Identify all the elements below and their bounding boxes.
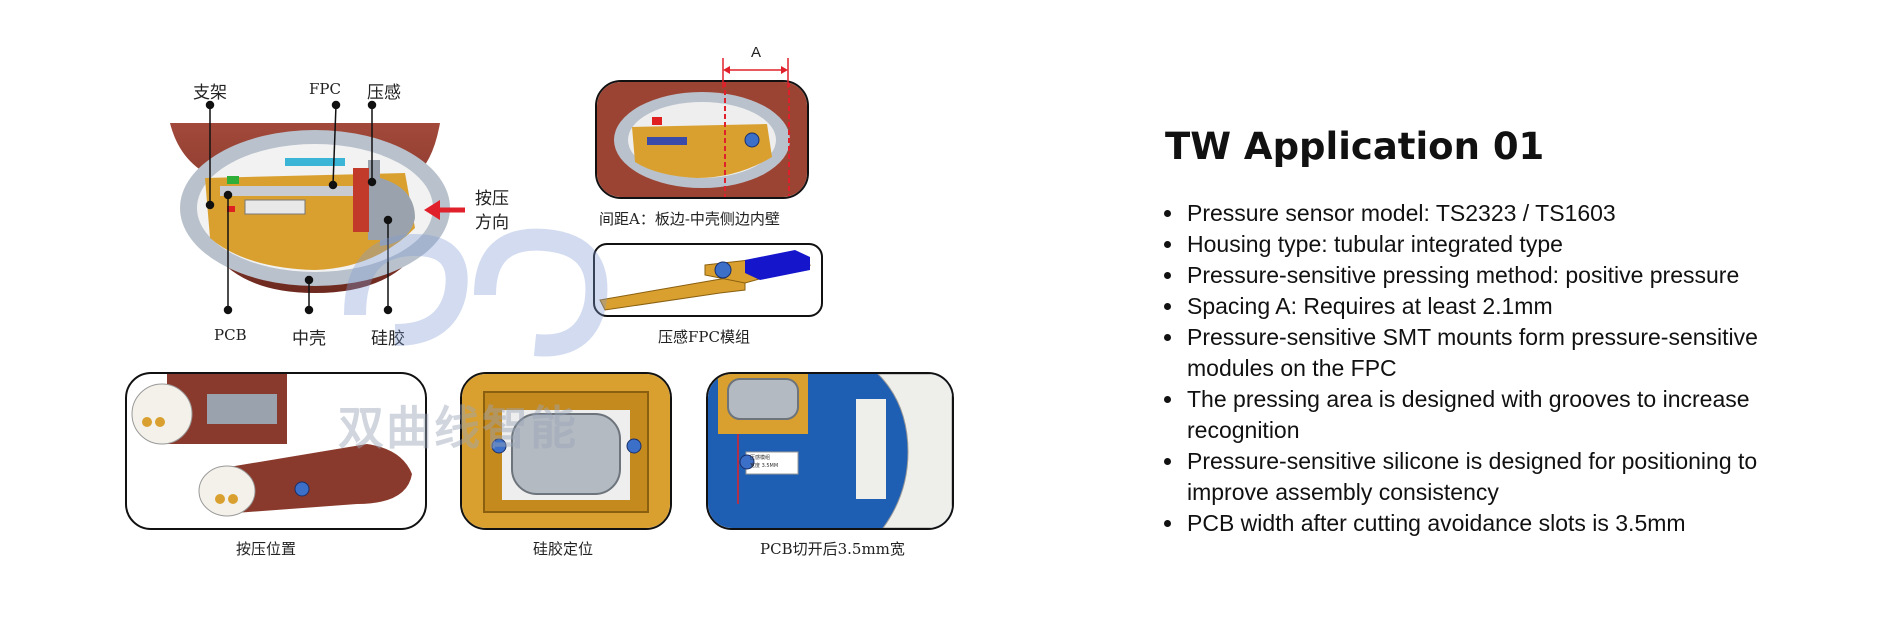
list-item: Pressure-sensitive SMT mounts form press… bbox=[1185, 322, 1825, 384]
list-item: Pressure-sensitive silicone is designed … bbox=[1185, 446, 1825, 508]
description-column: TW Application 01 Pressure sensor model:… bbox=[1165, 125, 1825, 539]
label-press-direction-2: 方向 bbox=[475, 213, 509, 233]
silicone-positioning-illustration bbox=[462, 374, 670, 528]
caption-fpc-module: 压感FPC模组 bbox=[658, 328, 750, 346]
fpc-module-panel bbox=[593, 243, 823, 317]
press-direction-arrow bbox=[424, 200, 465, 220]
watermark-text: 双曲线智能 bbox=[338, 401, 578, 455]
label-bracket: 支架 bbox=[193, 83, 227, 103]
pcb-sticker-line1: 压感模组 bbox=[750, 455, 771, 461]
pcb-cut-panel: 压感模组 宽度 3.5MM bbox=[706, 372, 954, 530]
press-position-illustration bbox=[131, 374, 412, 517]
label-dimension-a: A bbox=[751, 44, 762, 61]
leader-lines bbox=[205, 100, 465, 315]
technical-figure: 支架 FPC 压感 按压 方向 PCB 中壳 硅胶 A 间距A：板边-中壳侧边内… bbox=[125, 44, 954, 558]
caption-silicone-positioning: 硅胶定位 bbox=[533, 540, 594, 558]
press-position-panel bbox=[125, 372, 427, 530]
label-pressure-sense: 压感 bbox=[367, 83, 401, 103]
list-item: Spacing A: Requires at least 2.1mm bbox=[1185, 291, 1825, 322]
list-item: Pressure sensor model: TS2323 / TS1603 bbox=[1185, 198, 1825, 229]
label-press-direction-1: 按压 bbox=[475, 189, 509, 209]
pcb-cut-illustration bbox=[708, 374, 952, 528]
list-item: The pressing area is designed with groov… bbox=[1185, 384, 1825, 446]
spacing-a-illustration bbox=[597, 82, 807, 197]
label-fpc: FPC bbox=[309, 80, 341, 98]
caption-pcb-cut: PCB切开后3.5mm宽 bbox=[760, 540, 905, 558]
caption-spacing-a: 间距A：板边-中壳侧边内壁 bbox=[599, 210, 780, 228]
caption-press-position: 按压位置 bbox=[236, 540, 297, 558]
list-item: Pressure-sensitive pressing method: posi… bbox=[1185, 260, 1825, 291]
label-silicone: 硅胶 bbox=[371, 329, 405, 349]
spacing-a-panel bbox=[595, 80, 809, 199]
dimension-a-marker bbox=[722, 58, 789, 88]
pcb-sticker-line2: 宽度 3.5MM bbox=[750, 463, 779, 469]
list-item: Housing type: tubular integrated type bbox=[1185, 229, 1825, 260]
watermark-logo bbox=[344, 228, 608, 357]
label-pcb: PCB bbox=[214, 326, 247, 344]
label-middle-shell: 中壳 bbox=[292, 329, 326, 349]
silicone-positioning-panel bbox=[460, 372, 672, 530]
page-title: TW Application 01 bbox=[1165, 125, 1545, 168]
fpc-module-illustration bbox=[599, 250, 812, 311]
list-item: PCB width after cutting avoidance slots … bbox=[1185, 508, 1825, 539]
feature-list: Pressure sensor model: TS2323 / TS1603 H… bbox=[1165, 198, 1825, 539]
